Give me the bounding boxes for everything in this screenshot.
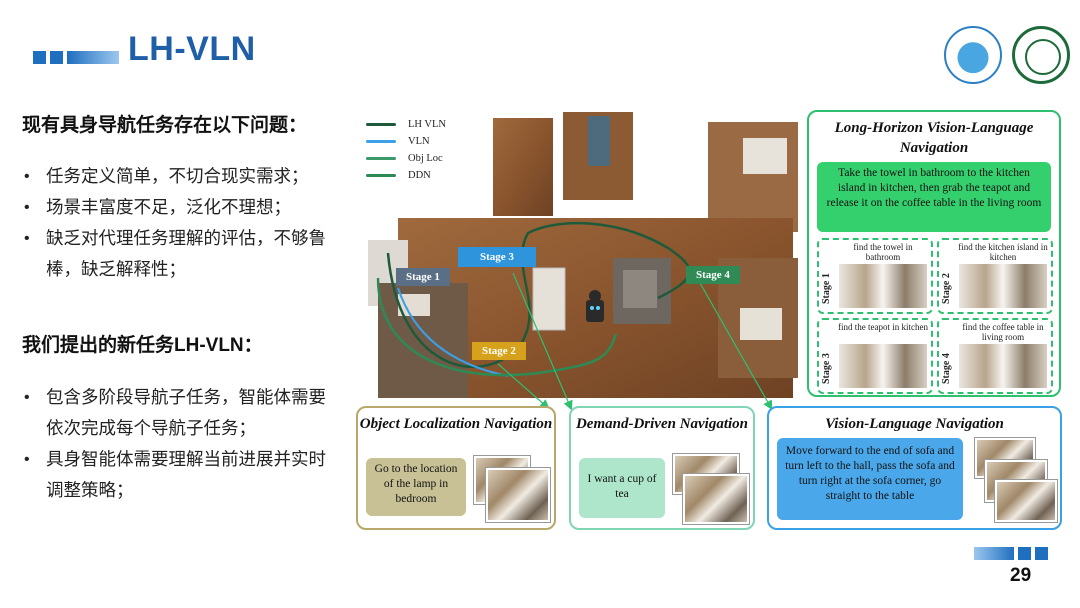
legend-swatch <box>366 140 396 143</box>
problem-item: 任务定义简单，不切合现实需求； <box>22 161 342 192</box>
lh-vln-instruction: Take the towel in bathroom to the kitche… <box>817 162 1051 232</box>
bed-left <box>398 294 430 316</box>
substage-4: Stage 4 find the coffee table in living … <box>937 318 1053 394</box>
legend-item: VLN <box>366 133 446 150</box>
slide-title: LH-VLN <box>128 30 256 68</box>
room-top-left <box>493 118 553 216</box>
bed-top <box>743 138 787 174</box>
problem-item: 缺乏对代理任务理解的评估，不够鲁棒，缺乏解释性； <box>22 223 342 285</box>
substage-image <box>959 264 1047 308</box>
vln-image <box>995 480 1057 522</box>
page-number: 29 <box>1010 565 1032 586</box>
obj-loc-image <box>486 468 550 522</box>
proposal-list: 包含多阶段导航子任务，智能体需要依次完成每个导航子任务； 具身智能体需要理解当前… <box>22 382 342 506</box>
legend-item: LH VLN <box>366 116 446 133</box>
substage-3: Stage 3 find the teapot in kitchen <box>817 318 933 394</box>
ddn-panel: Demand-Driven Navigation I want a cup of… <box>569 406 755 530</box>
substage-image <box>839 344 927 388</box>
proposal-item: 包含多阶段导航子任务，智能体需要依次完成每个导航子任务； <box>22 382 342 444</box>
ddn-instruction: I want a cup of tea <box>579 458 665 518</box>
problem-item: 场景丰富度不足，泛化不理想； <box>22 192 342 223</box>
legend-item: Obj Loc <box>366 150 446 167</box>
substage-1: Stage 1 find the towel in bathroom <box>817 238 933 314</box>
floor-plan <box>368 112 798 411</box>
kitchen-island <box>532 267 566 331</box>
proposal-item: 具身智能体需要理解当前进展并实时调整策略； <box>22 444 342 506</box>
pointer-vln <box>699 282 773 411</box>
stage-2-label: Stage 2 <box>472 342 526 360</box>
problems-list: 任务定义简单，不切合现实需求； 场景丰富度不足，泛化不理想； 缺乏对代理任务理解… <box>22 161 342 285</box>
legend-swatch <box>366 157 396 160</box>
university-seal-logo <box>1012 26 1070 84</box>
pointer-obj <box>497 363 550 410</box>
lab-logo <box>944 26 1002 84</box>
lh-vln-title: Long-Horizon Vision-Language Navigation <box>834 120 1034 156</box>
substage-image <box>839 264 927 308</box>
proposal-heading: 我们提出的新任务LH-VLN： <box>22 335 263 356</box>
stage-4-label: Stage 4 <box>686 266 740 284</box>
page-decoration <box>974 547 1048 560</box>
vln-instruction: Move forward to the end of sofa and turn… <box>777 438 963 520</box>
obj-loc-panel: Object Localization Navigation Go to the… <box>356 406 556 530</box>
ddn-path <box>376 277 618 377</box>
ddn-image <box>683 474 749 524</box>
bed-right <box>740 308 782 340</box>
legend-swatch <box>366 123 396 126</box>
dining-table <box>588 116 610 166</box>
legend-item: DDN <box>366 167 446 184</box>
substage-image <box>959 344 1047 388</box>
stage-1-label: Stage 1 <box>396 268 450 286</box>
problems-heading: 现有具身导航任务存在以下问题： <box>22 115 308 136</box>
vln-title: Vision-Language Navigation <box>825 416 1004 432</box>
title-decoration <box>33 51 119 64</box>
vln-panel: Vision-Language Navigation Move forward … <box>767 406 1062 530</box>
legend-swatch <box>366 174 396 177</box>
trajectory-legend: LH VLN VLN Obj Loc DDN <box>366 116 446 184</box>
task-figure: LH VLN VLN Obj Loc DDN Stage 1 Stage 2 S… <box>356 108 1064 532</box>
obj-loc-title: Object Localization Navigation <box>359 416 553 432</box>
stage-3-label: Stage 3 <box>458 247 536 267</box>
ddn-title: Demand-Driven Navigation <box>575 416 749 432</box>
lh-vln-panel: Long-Horizon Vision-Language Navigation … <box>807 110 1061 397</box>
sofa-cushion <box>623 270 657 308</box>
obj-loc-instruction: Go to the location of the lamp in bedroo… <box>366 458 466 516</box>
substage-2: Stage 2 find the kitchen island in kitch… <box>937 238 1053 314</box>
vln-path <box>397 287 509 377</box>
robot-icon <box>586 290 604 322</box>
pointer-ddn <box>512 272 573 411</box>
